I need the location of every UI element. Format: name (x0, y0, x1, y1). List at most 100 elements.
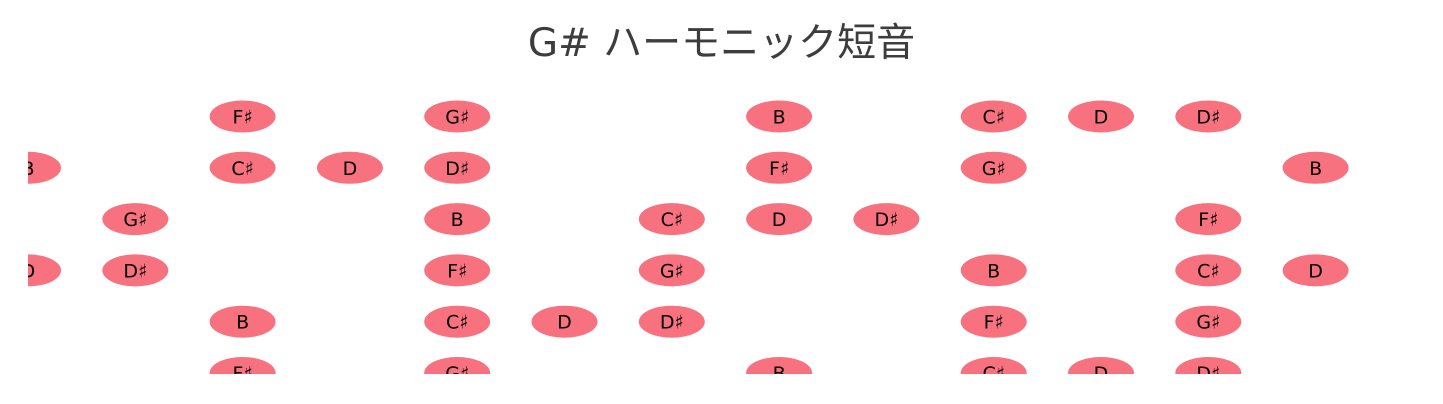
note-label: C♯ (446, 312, 468, 334)
note-marker: F♯ (424, 254, 491, 287)
note-label: B (1309, 158, 1322, 180)
note-marker-shape (960, 100, 1027, 133)
note-marker-shape (1175, 100, 1242, 133)
note-label: F♯ (233, 107, 253, 129)
note-marker: B (28, 151, 61, 184)
note-label: C♯ (982, 107, 1004, 129)
note-label: F♯ (447, 260, 467, 282)
note-marker-shape (209, 151, 276, 184)
note-label: G♯ (445, 363, 469, 385)
note-marker-shape (424, 357, 491, 374)
note-marker-shape (638, 305, 705, 338)
note-marker: F♯ (746, 151, 813, 184)
note-marker: D (1068, 100, 1134, 133)
note-marker: G♯ (960, 151, 1027, 184)
note-marker: G♯ (424, 357, 491, 385)
note-label: D♯ (1196, 107, 1220, 129)
note-marker-shape (209, 357, 276, 374)
note-marker: D (316, 151, 383, 184)
note-marker: C♯ (960, 100, 1027, 133)
note-marker-shape (1175, 254, 1242, 287)
note-marker: D (531, 305, 598, 338)
note-label: F♯ (769, 158, 789, 180)
note-marker-shape (424, 305, 491, 338)
note-marker: B (746, 100, 813, 133)
note-marker-shape (316, 151, 383, 184)
note-label: B (773, 363, 786, 385)
note-marker: D♯ (638, 305, 705, 338)
note-label: D♯ (874, 209, 898, 231)
note-marker: B (746, 357, 813, 385)
note-marker-shape (102, 203, 169, 236)
note-marker-shape (531, 305, 598, 338)
note-label: C♯ (1197, 260, 1219, 282)
note-label: F♯ (1198, 209, 1218, 231)
note-marker: F♯ (1175, 203, 1242, 236)
note-marker-shape (1282, 254, 1349, 287)
note-marker: D (1068, 357, 1134, 385)
note-marker-shape (960, 357, 1027, 374)
note-marker-shape (638, 203, 705, 236)
note-marker-shape (1175, 305, 1242, 338)
note-marker: B (209, 305, 276, 338)
note-label: F♯ (233, 363, 253, 385)
note-marker-shape (209, 100, 276, 133)
note-marker-shape (1175, 203, 1242, 236)
note-marker: B (424, 203, 491, 236)
note-label: D (1308, 260, 1323, 282)
note-marker: F♯ (209, 100, 276, 133)
note-marker: D♯ (424, 151, 491, 184)
note-label: B (236, 312, 249, 334)
note-label: B (773, 107, 786, 129)
note-label: C♯ (231, 158, 253, 180)
note-label: D (1094, 363, 1109, 385)
note-marker: D (21, 254, 61, 287)
note-marker: B (1282, 151, 1349, 184)
note-marker-shape (853, 203, 920, 236)
note-label: D (772, 209, 787, 231)
note-marker-shape (746, 357, 813, 374)
note-marker: D♯ (1175, 357, 1242, 385)
note-marker: D (1282, 254, 1349, 287)
note-label: C♯ (982, 363, 1004, 385)
note-marker-shape (1068, 357, 1134, 374)
note-marker: D♯ (102, 254, 169, 287)
note-marker-shape (28, 254, 61, 287)
note-marker-shape (28, 151, 61, 184)
note-marker: C♯ (638, 203, 705, 236)
note-label: D (343, 158, 358, 180)
note-label: G♯ (660, 260, 684, 282)
note-label: D♯ (1196, 363, 1220, 385)
note-marker-shape (424, 254, 491, 287)
note-marker-shape (424, 100, 491, 133)
note-marker-shape (102, 254, 169, 287)
note-label: G♯ (982, 158, 1006, 180)
note-marker: G♯ (1175, 305, 1242, 338)
note-marker: C♯ (209, 151, 276, 184)
note-marker: B (960, 254, 1027, 287)
note-marker-shape (960, 305, 1027, 338)
note-marker: D♯ (853, 203, 920, 236)
note-label: B (451, 209, 464, 231)
note-marker-shape (960, 254, 1027, 287)
note-marker: D (746, 203, 813, 236)
note-marker-shape (424, 203, 491, 236)
note-marker-shape (424, 151, 491, 184)
note-marker-shape (746, 203, 813, 236)
note-label: D (557, 312, 572, 334)
note-marker: G♯ (424, 100, 491, 133)
note-marker: D♯ (1175, 100, 1242, 133)
diagram-title: G# ハーモニック短音 (527, 21, 916, 66)
note-marker-shape (746, 100, 813, 133)
note-label: D♯ (445, 158, 469, 180)
note-marker: G♯ (638, 254, 705, 287)
note-marker: C♯ (424, 305, 491, 338)
note-marker: C♯ (960, 357, 1027, 385)
note-marker-shape (209, 305, 276, 338)
note-label: D (21, 260, 36, 282)
note-marker-shape (1068, 100, 1134, 133)
note-marker: F♯ (960, 305, 1027, 338)
note-label: C♯ (661, 209, 683, 231)
note-marker-shape (638, 254, 705, 287)
